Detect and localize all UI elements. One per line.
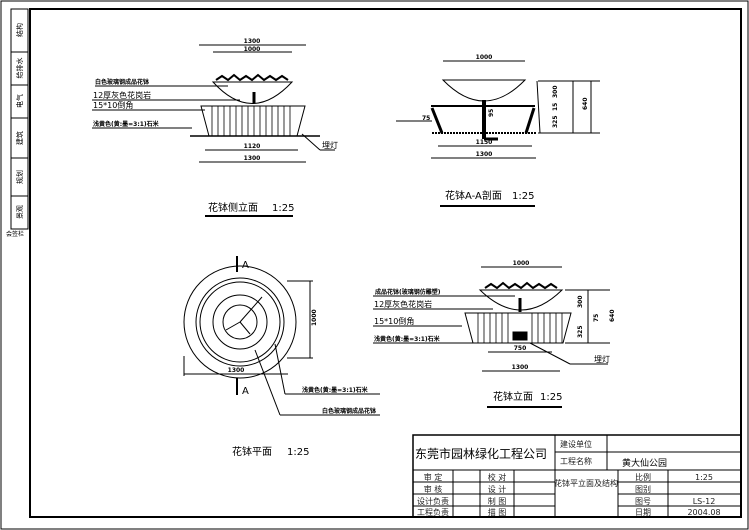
role-label: 描 图 <box>488 507 507 517</box>
dim-label: 300 <box>552 85 559 98</box>
dim-label: 750 <box>514 345 527 352</box>
callout-label: 浅黄色(黄:墨=3:1)石米 <box>302 386 368 394</box>
drawing-title: 花钵侧立面 <box>208 201 258 214</box>
plan-text: A A 1300 1000 浅黄色(黄:墨=3:1)石米 白色玻璃钢成品花钵 花… <box>228 260 377 458</box>
dim-label: 75 <box>593 314 600 322</box>
callout-label: 15*10倒角 <box>93 100 133 110</box>
meta-label: 日期 <box>635 508 651 517</box>
strip-section: 规划 <box>15 170 24 184</box>
elevation-text: 1000 750 1300 300 75 325 640 成品花钵(玻璃钢仿雕塑… <box>374 260 616 408</box>
callout-label: 成品花钵(玻璃钢仿雕塑) <box>375 288 441 296</box>
lamp-label: 埋灯 <box>594 354 610 364</box>
drawing-title: 花钵立面 <box>493 390 533 403</box>
dim-label: 325 <box>577 325 584 338</box>
dim-label: 75 <box>422 115 430 122</box>
dim-label: 1150 <box>476 139 493 146</box>
role-label: 设 计 <box>488 484 507 494</box>
callout-label: 白色玻璃钢成品花钵 <box>95 78 150 86</box>
dim-label: 1000 <box>476 54 493 61</box>
meta-label: 比例 <box>635 472 651 482</box>
dim-label: 1300 <box>244 155 261 162</box>
section-mark: A <box>242 260 249 271</box>
drawing-scale: 1:25 <box>540 392 562 403</box>
drawing-name: 花钵平立面及结构 <box>554 478 618 488</box>
dim-label: 1300 <box>228 367 245 374</box>
role-label: 设计负责 <box>417 496 449 506</box>
dim-label: 1000 <box>311 309 318 326</box>
callout-label: 12厚灰色花岗岩 <box>93 90 151 100</box>
company-name: 东莞市园林绿化工程公司 <box>415 446 547 461</box>
strip-section: 结构 <box>15 23 24 37</box>
meta-value: LS-12 <box>693 497 716 506</box>
countersign-strip: 结构 给排水 电气 建筑 规划 景观 会签栏 <box>6 8 29 238</box>
drawing-scale: 1:25 <box>272 203 294 214</box>
dim-label: 95 <box>488 109 495 117</box>
dim-label: 640 <box>582 97 589 110</box>
dim-label: 1000 <box>513 260 530 267</box>
strip-section: 给排水 <box>15 58 24 79</box>
drawing-title: 花钵平面 <box>232 445 272 458</box>
callout-label: 浅黄色(黄:墨=3:1)石米 <box>374 335 440 343</box>
drawing-scale: 1:25 <box>512 191 534 202</box>
dim-label: 325 <box>552 115 559 128</box>
meta-label: 图别 <box>635 485 651 494</box>
role-label: 制 图 <box>488 496 507 506</box>
section-aa-drawing <box>396 60 541 159</box>
role-label: 工程负责 <box>417 507 449 517</box>
elevation-drawing <box>373 266 610 372</box>
role-label: 校 对 <box>488 472 507 482</box>
strip-section: 景观 <box>16 205 24 219</box>
dim-label: 1120 <box>244 143 261 150</box>
strip-section: 电气 <box>15 94 24 108</box>
meta-value: 1:25 <box>695 473 713 482</box>
dim-label: 1300 <box>476 151 493 158</box>
role-label: 审 定 <box>424 472 443 482</box>
dim-label: 1300 <box>244 38 261 45</box>
dim-label: 300 <box>577 295 584 308</box>
title-block-text: 东莞市园林绿化工程公司 建设单位 工程名称 黄大仙公园 审 定 审 核 设计负责… <box>415 439 721 517</box>
dim-label: 1300 <box>512 364 529 371</box>
callout-label: 15*10倒角 <box>374 316 414 326</box>
plan-drawing <box>183 256 380 416</box>
side-elevation-drawing <box>92 44 335 163</box>
dim-label: 1000 <box>244 46 261 53</box>
title-block <box>412 434 742 518</box>
dim-label: 15 <box>552 103 559 111</box>
project-label: 工程名称 <box>560 456 592 466</box>
strip-section: 建筑 <box>15 131 24 145</box>
meta-label: 图号 <box>635 497 651 506</box>
strip-footer: 会签栏 <box>6 230 24 238</box>
callout-label: 12厚灰色花岗岩 <box>374 299 432 309</box>
section-mark: A <box>242 386 249 397</box>
role-label: 审 核 <box>424 484 443 494</box>
lamp-label: 埋灯 <box>322 140 338 150</box>
client-label: 建设单位 <box>560 439 592 449</box>
side-elevation-text: 1300 1000 1120 1300 白色玻璃钢成品花钵 12厚灰色花岗岩 1… <box>93 38 338 217</box>
inner-frame <box>29 8 742 518</box>
callout-label: 白色玻璃钢成品花钵 <box>322 407 377 415</box>
drawing-scale: 1:25 <box>287 447 309 458</box>
project-value: 黄大仙公园 <box>622 457 667 469</box>
meta-value: 2004.08 <box>687 508 720 517</box>
drawing-title: 花钵A-A剖面 <box>445 189 502 202</box>
callout-label: 浅黄色(黄:墨=3:1)石米 <box>93 120 159 128</box>
section-aa-text: 1000 1150 1300 300 15 325 640 75 95 花钵A-… <box>422 54 589 207</box>
dim-label: 640 <box>609 309 616 322</box>
